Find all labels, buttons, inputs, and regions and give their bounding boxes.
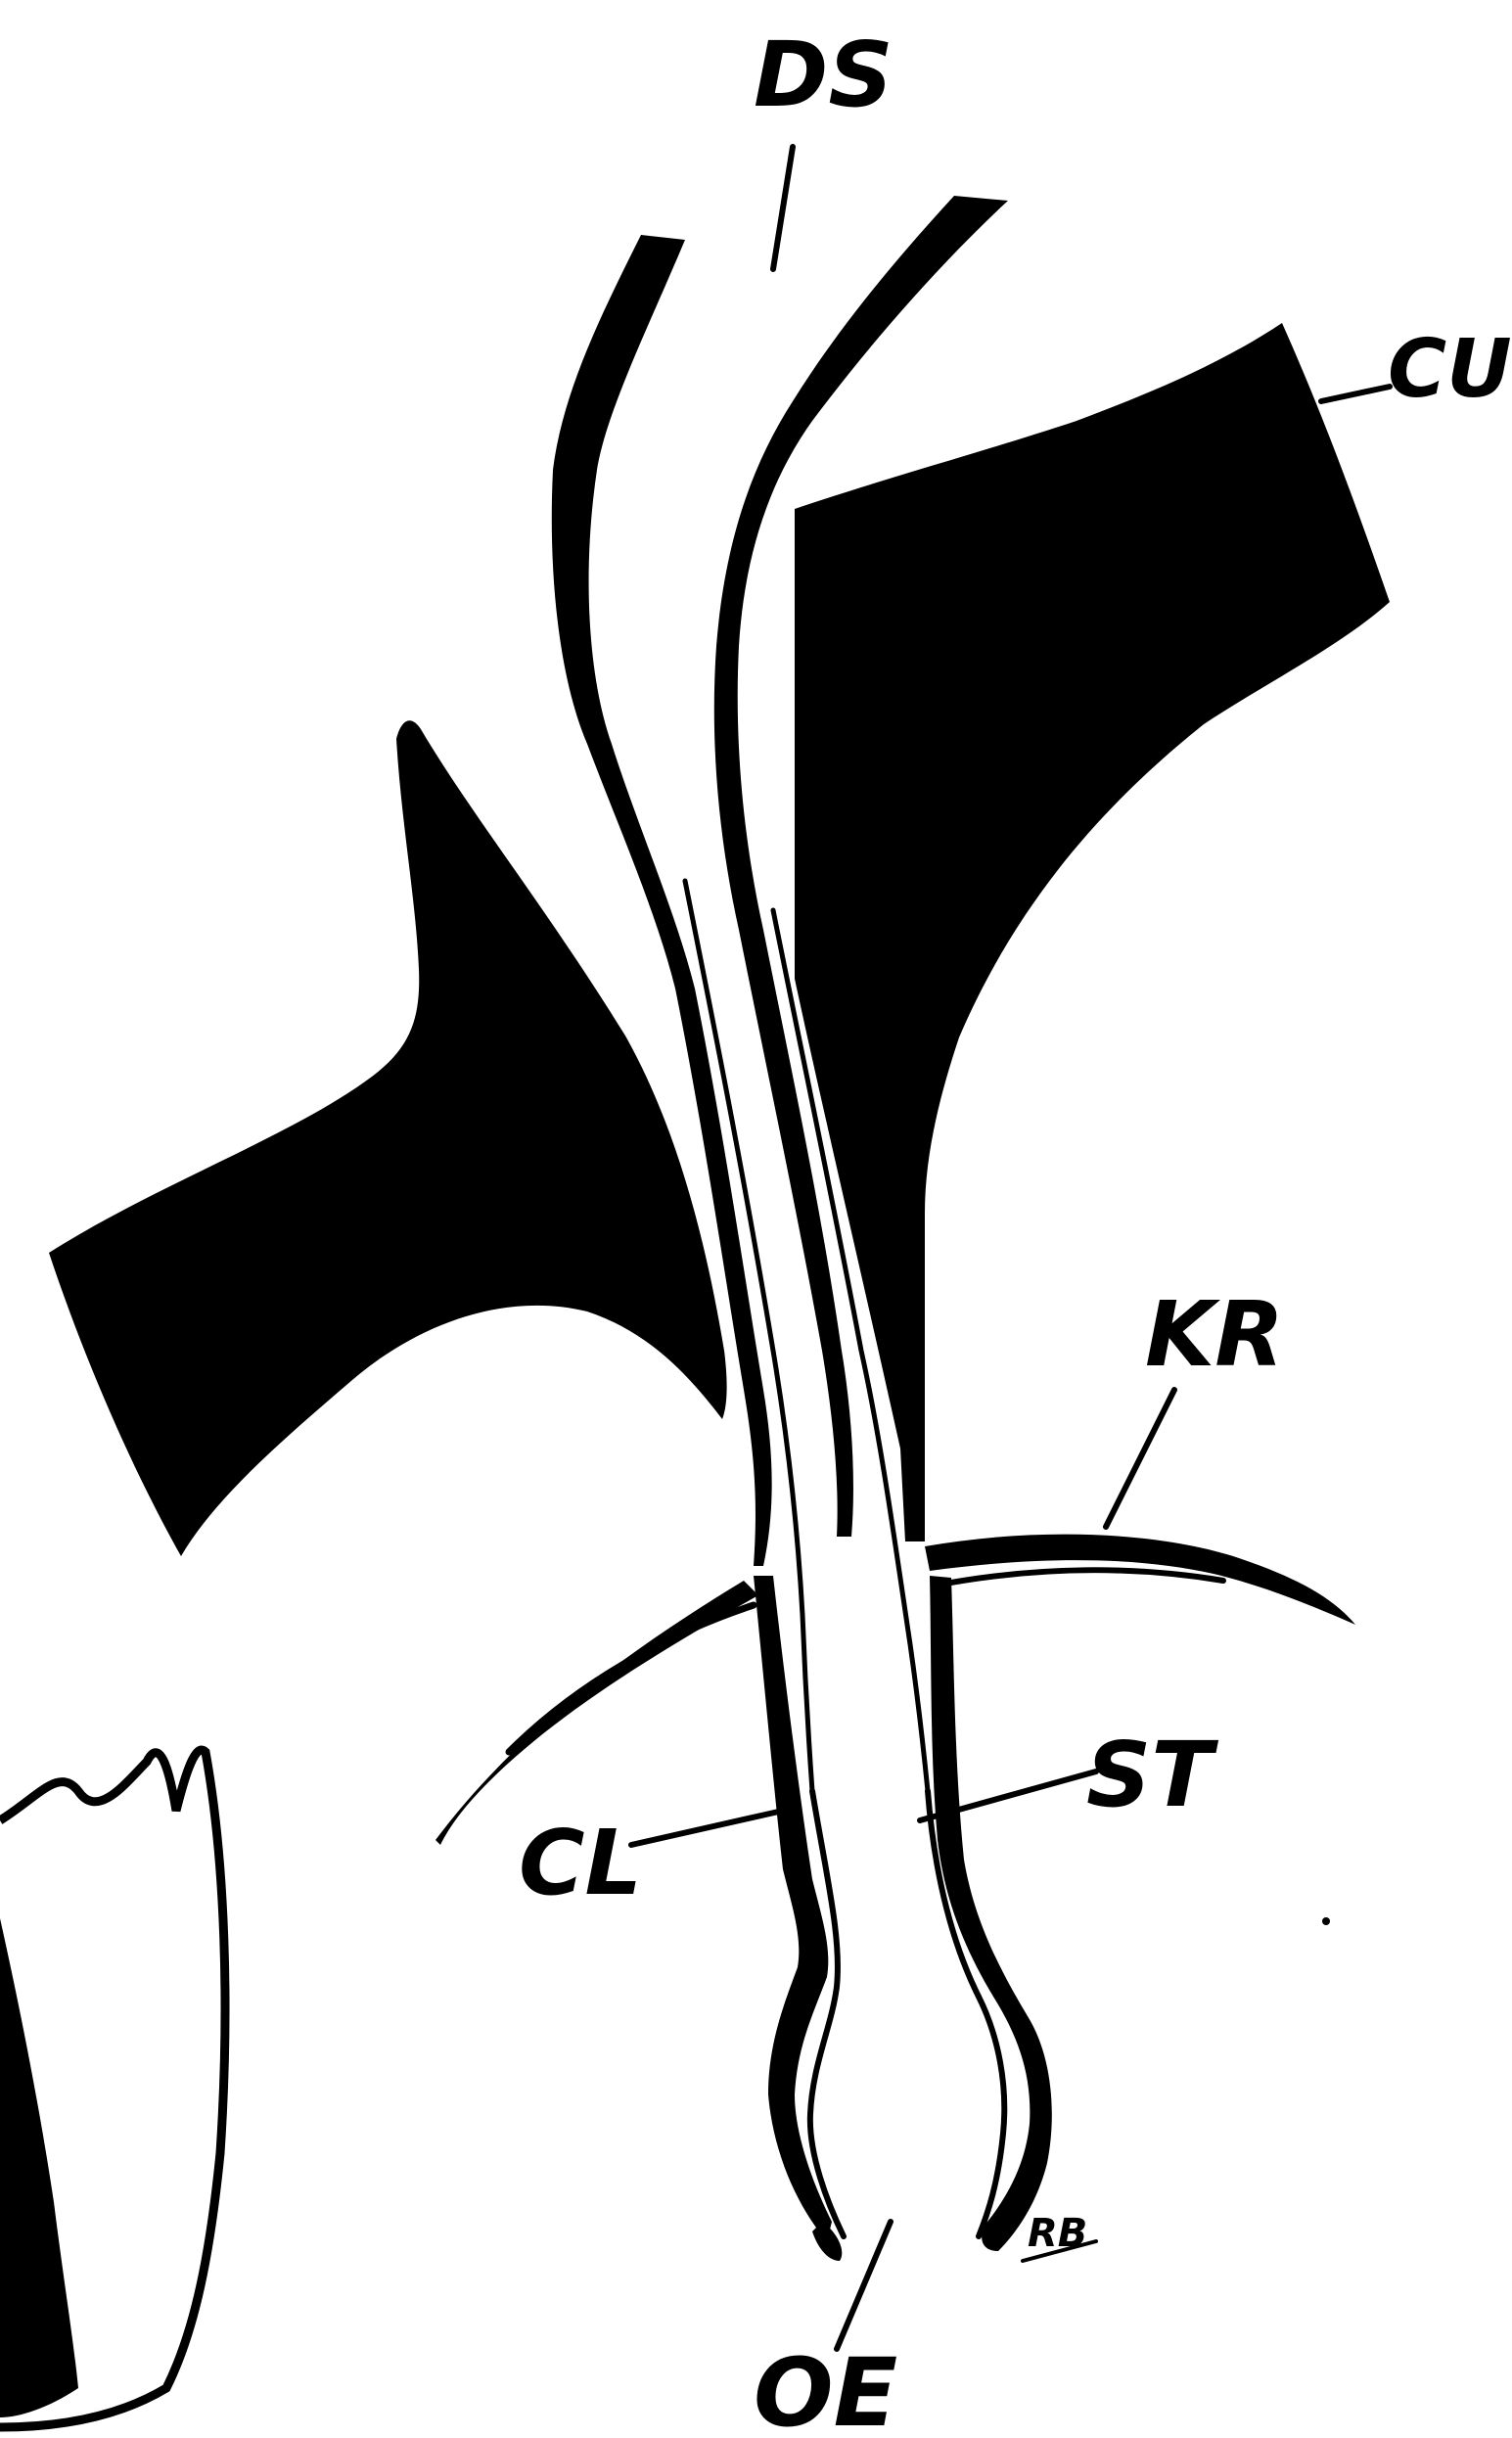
left-cuticle-mass bbox=[49, 720, 727, 1556]
right-cuticle-mass bbox=[795, 323, 1390, 1541]
ds-leader-line bbox=[773, 147, 793, 269]
lower-right-inner-line bbox=[928, 1791, 1004, 2236]
lower-left-inner-line bbox=[810, 1791, 844, 2236]
kr-leader-line bbox=[1106, 1390, 1174, 1527]
right-curved-membrane-inner bbox=[935, 1570, 1223, 1586]
label-st: ST bbox=[1086, 1723, 1218, 1827]
signature-mark: RB bbox=[1028, 2211, 1087, 2256]
bottom-left-dark-fill bbox=[0, 1918, 78, 2417]
oe-leader-line bbox=[837, 2222, 891, 2349]
lower-left-tube bbox=[754, 1576, 832, 2241]
cu-leader-line bbox=[1321, 387, 1390, 401]
label-oe: OE bbox=[754, 2338, 897, 2438]
label-ds: DS bbox=[754, 23, 893, 127]
label-kr: KR bbox=[1145, 1282, 1284, 1387]
label-cl: CL bbox=[519, 1811, 642, 1915]
cl-leader-line bbox=[631, 1811, 783, 1845]
stray-mark bbox=[1322, 1917, 1330, 1925]
label-cu: CU bbox=[1388, 323, 1512, 416]
